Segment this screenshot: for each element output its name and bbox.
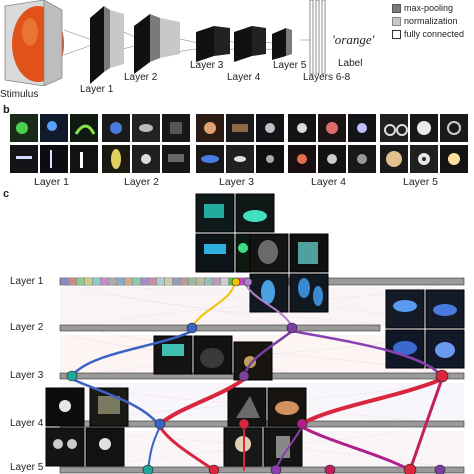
panel-c-layer-5-label: Layer 5 xyxy=(10,462,44,473)
panel-b: Layer 1 Layer 2 Layer 3 Layer 4 Layer 5 xyxy=(0,112,474,192)
panel-b-thumbnails xyxy=(10,114,468,173)
layer-3-label: Layer 3 xyxy=(190,60,224,71)
panel-b-layer-4-label: Layer 4 xyxy=(311,176,347,188)
panel-c-letter: c xyxy=(3,188,10,200)
layers-6-8-label: Layers 6-8 xyxy=(303,72,351,83)
panel-c-layer-1-label: Layer 1 xyxy=(10,276,44,287)
panel-b-layer-3-label: Layer 3 xyxy=(219,176,255,188)
legend-swatch-fully-connected xyxy=(392,29,401,39)
layer-4-label: Layer 4 xyxy=(227,72,261,83)
panel-b-layer-1-label: Layer 1 xyxy=(34,176,70,188)
layer-2-label: Layer 2 xyxy=(124,72,158,83)
legend-swatch-max-pooling xyxy=(392,3,401,13)
panel-c-layer-3-label: Layer 3 xyxy=(10,370,44,381)
panel-a: Stimulus xyxy=(0,0,474,112)
label-caption: Label xyxy=(338,58,363,69)
legend-fully-connected: fully connected xyxy=(392,29,464,39)
output-label: 'orange' xyxy=(332,32,375,47)
legend-normalization: normalization xyxy=(392,16,458,26)
layer-5-label: Layer 5 xyxy=(273,60,307,71)
layer-1-label: Layer 1 xyxy=(80,84,114,95)
panel-b-layer-5-label: Layer 5 xyxy=(403,176,439,188)
legend-max-pooling: max-pooling xyxy=(392,3,453,13)
stimulus-label: Stimulus xyxy=(0,89,39,100)
panel-c-link-diagram xyxy=(45,193,465,474)
network-diagram xyxy=(64,0,326,84)
legend-swatch-normalization xyxy=(392,16,401,26)
panel-c-layer-2-label: Layer 2 xyxy=(10,322,44,333)
stimulus-image xyxy=(4,0,64,86)
panel-b-letter: b xyxy=(3,104,10,116)
panel-c-thumbnails xyxy=(45,193,465,467)
panel-c-layer-4-label: Layer 4 xyxy=(10,418,44,429)
panel-b-layer-2-label: Layer 2 xyxy=(124,176,160,188)
